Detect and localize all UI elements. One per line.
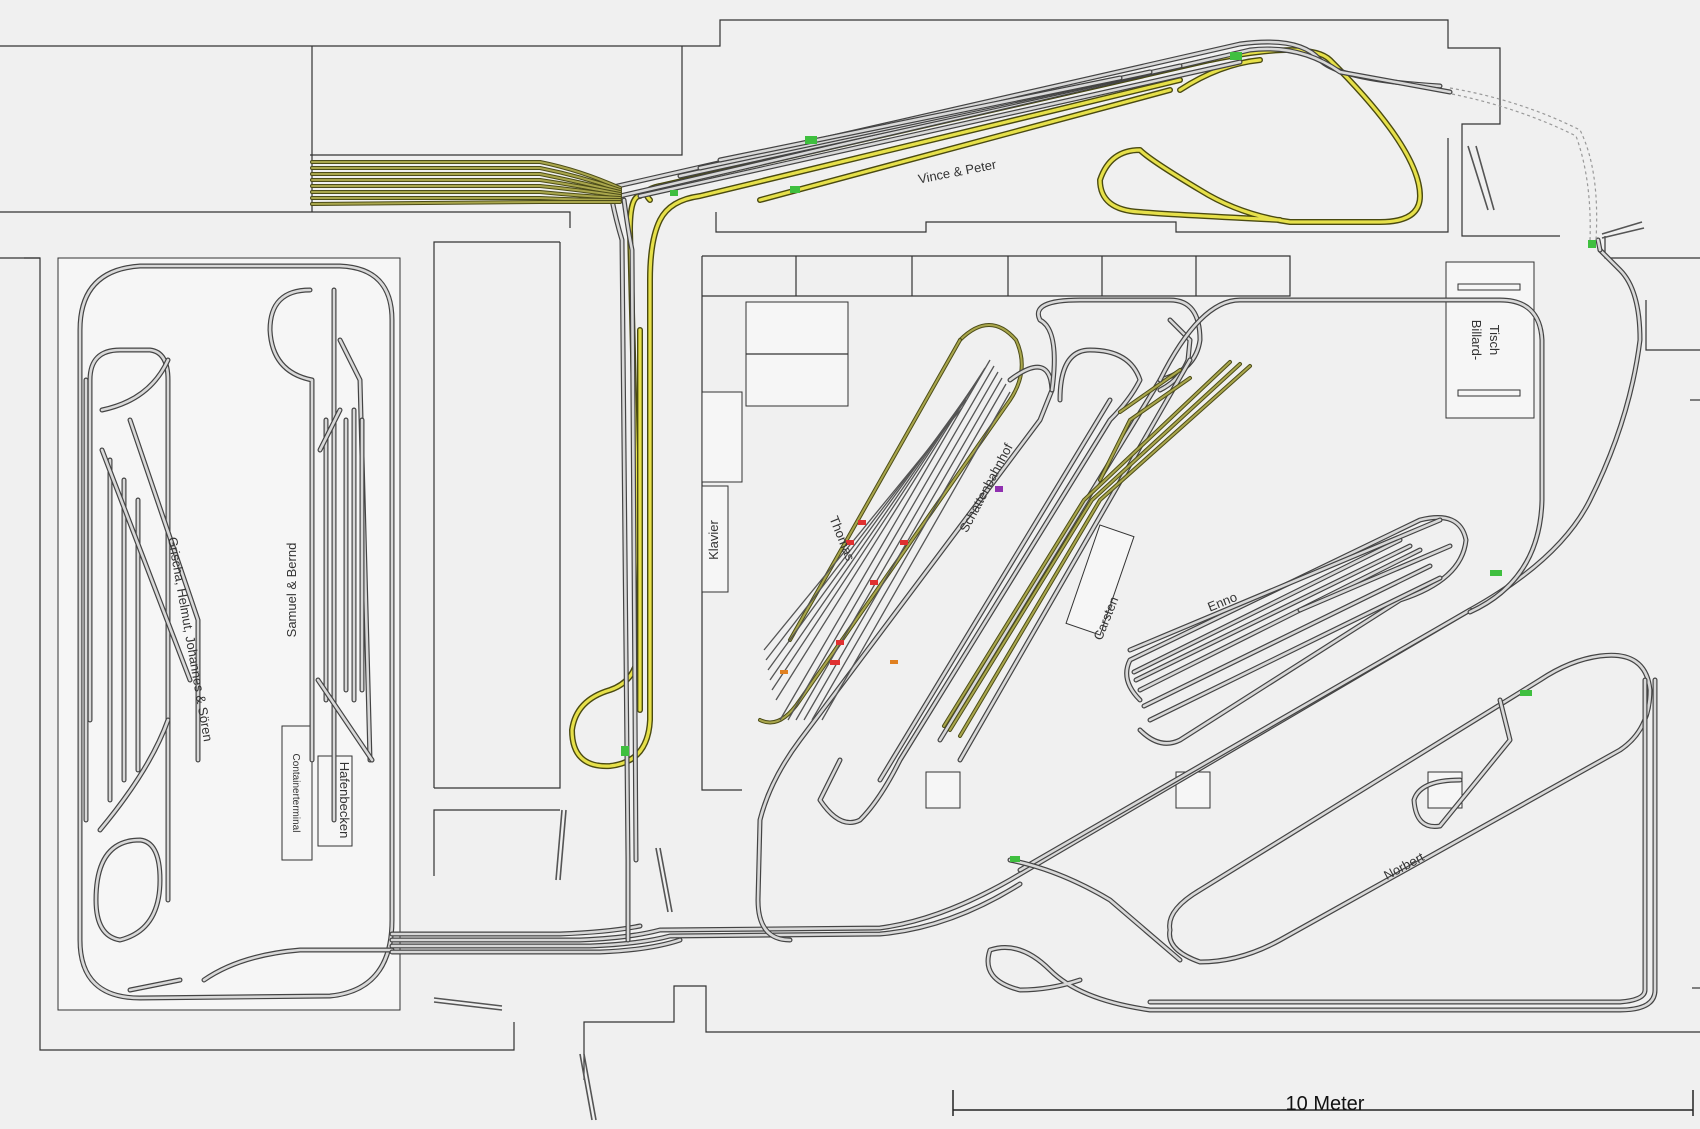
tracks-carsten: [942, 360, 1252, 738]
containerterminal-box: [281, 725, 313, 861]
label-klavier: Klavier: [706, 519, 721, 559]
orange-marker: [780, 670, 788, 674]
label-hafenbecken: Hafenbecken: [337, 762, 352, 839]
markers: [621, 52, 1596, 862]
red-marker: [870, 580, 878, 585]
tracks-olive-fiddle: [310, 160, 622, 206]
red-marker: [900, 540, 908, 545]
tracks-top-grey: [597, 39, 1598, 943]
tracks-thomas: [755, 297, 1203, 943]
tracks-right-loop: [1157, 297, 1545, 615]
label-thomas: Thomas: [826, 514, 858, 564]
label-billard-2: Tisch: [1487, 325, 1502, 356]
signal-marker: [1520, 690, 1532, 696]
tracks-enno: [1124, 515, 1469, 746]
signal-marker: [805, 136, 817, 144]
signal-marker: [1588, 240, 1596, 248]
red-marker: [830, 660, 840, 665]
label-vince-peter: Vince & Peter: [917, 157, 998, 187]
label-billard-1: Billard-: [1469, 320, 1484, 360]
scale-bar: 10 Meter: [952, 1090, 1694, 1116]
orange-marker: [890, 660, 898, 664]
signal-marker: [790, 186, 800, 193]
room-walls: [0, 19, 1700, 1080]
tracks-left-module: [77, 263, 395, 1001]
signal-marker: [621, 746, 629, 756]
red-marker: [836, 640, 844, 645]
furniture: [57, 145, 1645, 1121]
purple-marker: [995, 486, 1003, 492]
tracks-main-bottom: [389, 237, 1643, 955]
scale-label: 10 Meter: [1286, 1093, 1365, 1115]
signal-marker: [1490, 570, 1502, 576]
tracks-norbert: [985, 607, 1658, 1013]
label-norbert: Norbert: [1381, 849, 1427, 883]
module-frame-left: [57, 257, 401, 1011]
signal-marker: [1230, 52, 1242, 60]
klavier-box: [701, 485, 729, 593]
signal-marker: [670, 190, 678, 196]
red-marker: [858, 520, 866, 525]
signal-marker: [1010, 856, 1020, 862]
tracks-yellow: [569, 47, 1423, 770]
label-samuel-bernd: Samuel & Bernd: [284, 543, 299, 638]
red-marker: [846, 540, 854, 545]
label-containerterminal: Containerterminal: [290, 754, 301, 833]
carsten-box: [1065, 524, 1135, 636]
